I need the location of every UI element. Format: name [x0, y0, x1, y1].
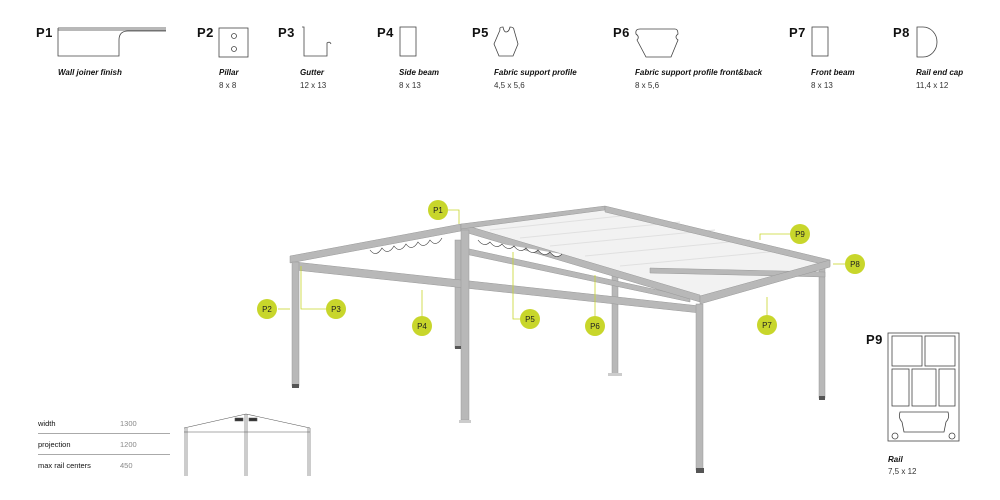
front-beam	[699, 259, 831, 305]
specs-table: width 1300 projection 1200 max rail cent…	[38, 413, 170, 475]
profile-id-p9: P9	[866, 332, 883, 347]
callout-p6: P6	[585, 316, 605, 336]
profile-id-p4: P4	[377, 25, 394, 40]
pillar	[460, 229, 470, 421]
profile-id-p5: P5	[472, 25, 489, 40]
pillar	[611, 275, 619, 375]
front-beam-profile-icon	[811, 26, 829, 57]
profile-name-p5: Fabric support profile	[494, 68, 577, 77]
spec-row-max-rail-centers: max rail centers 450	[38, 455, 170, 475]
pergola-structure	[278, 205, 845, 473]
callout-p7: P7	[757, 315, 777, 335]
rail-end-cap-profile-icon	[916, 26, 938, 58]
profile-name-p8: Rail end cap	[916, 68, 964, 77]
profile-id-p1: P1	[36, 25, 53, 40]
profile-name-p1: Wall joiner finish	[58, 68, 122, 77]
profile-dims-p4: 8 x 13	[399, 81, 421, 90]
fabric-folds	[369, 237, 563, 257]
pillar	[291, 261, 300, 387]
front-elevation-thumbnail	[183, 413, 311, 476]
spec-value: 1200	[120, 439, 137, 449]
spec-row-projection: projection 1200	[38, 434, 170, 455]
pillar	[695, 303, 704, 471]
spec-value: 1300	[120, 418, 137, 428]
wall-joiner-profile-icon	[57, 27, 166, 57]
profile-id-p7: P7	[789, 25, 806, 40]
profile-id-p2: P2	[197, 25, 214, 40]
gutter-profile-icon	[302, 26, 332, 57]
profile-name-p2: Pillar	[219, 68, 239, 77]
spec-label: projection	[38, 439, 71, 449]
side-beam-profile-icon	[399, 26, 417, 57]
pillar-profile-icon	[218, 27, 249, 58]
profile-id-p6: P6	[613, 25, 630, 40]
callout-p4: P4	[412, 316, 432, 336]
spec-value: 450	[120, 460, 133, 470]
callout-p2: P2	[257, 299, 277, 319]
callout-p8: P8	[845, 254, 865, 274]
callout-p3: P3	[326, 299, 346, 319]
profile-dims-p7: 8 x 13	[811, 81, 833, 90]
spec-label: max rail centers	[38, 460, 91, 470]
profile-name-p6: Fabric support profile front&back	[635, 68, 763, 77]
profile-dims-p2: 8 x 8	[219, 81, 237, 90]
fabric-support-front-back-profile-icon	[635, 28, 679, 58]
profile-name-p9: Rail	[888, 455, 903, 464]
callout-p1: P1	[428, 200, 448, 220]
profile-name-p7: Front beam	[811, 68, 855, 77]
profile-name-p4: Side beam	[399, 68, 440, 77]
profile-id-p8: P8	[893, 25, 910, 40]
profile-dims-p6: 8 x 5,6	[635, 81, 660, 90]
profile-dims-p9: 7,5 x 12	[888, 467, 917, 476]
pillar	[454, 239, 462, 349]
profile-dims-p3: 12 x 13	[300, 81, 327, 90]
fabric-support-profile-icon	[493, 26, 519, 57]
spec-row-width: width 1300	[38, 413, 170, 434]
pillar	[818, 267, 826, 399]
profile-name-p3: Gutter	[300, 68, 324, 77]
spec-label: width	[38, 418, 56, 428]
profile-id-p3: P3	[278, 25, 295, 40]
callout-p9: P9	[790, 224, 810, 244]
profile-dims-p5: 4,5 x 5,6	[494, 81, 525, 90]
rail-profile-icon	[887, 332, 960, 442]
callout-p5: P5	[520, 309, 540, 329]
profile-dims-p8: 11,4 x 12	[916, 81, 949, 90]
